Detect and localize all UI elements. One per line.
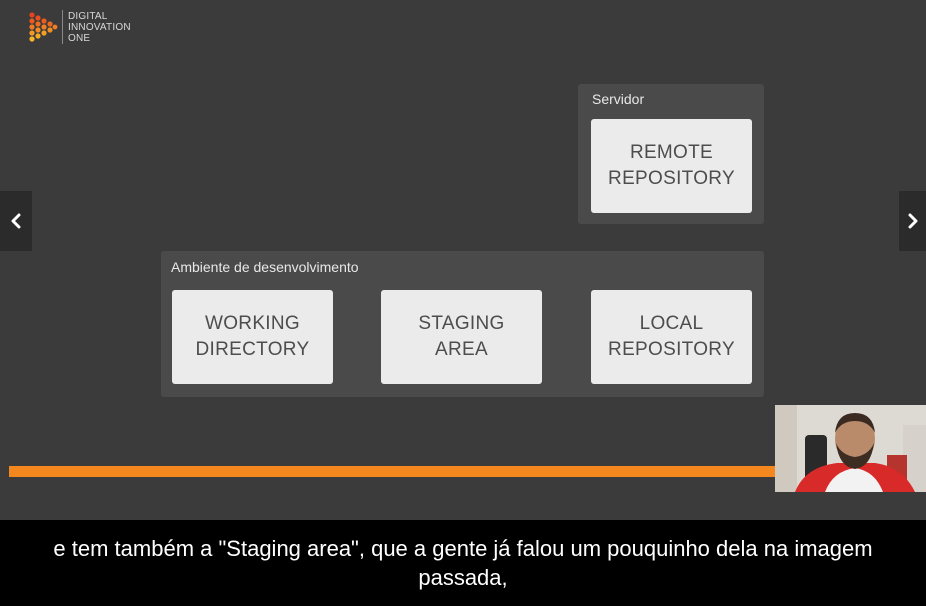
local-repository-card: LOCAL REPOSITORY xyxy=(591,290,752,384)
staging-area-label: STAGING AREA xyxy=(418,313,505,360)
chevron-right-icon xyxy=(908,213,917,229)
working-directory-card: WORKING DIRECTORY xyxy=(172,290,333,384)
logo-wordmark: DIGITAL INNOVATION ONE xyxy=(68,11,131,44)
working-directory-label: WORKING DIRECTORY xyxy=(195,313,310,360)
dev-environment-group: Ambiente de desenvolvimento WORKING DIRE… xyxy=(161,251,764,397)
local-repository-label: LOCAL REPOSITORY xyxy=(608,313,735,360)
subtitle-text: e tem também a "Staging area", que a gen… xyxy=(53,536,873,590)
webcam-video xyxy=(775,405,926,492)
subtitle-bar: e tem também a "Staging area", que a gen… xyxy=(0,520,926,606)
next-slide-button[interactable] xyxy=(899,191,926,251)
accent-bar xyxy=(9,466,775,477)
logo-text-line: ONE xyxy=(68,32,91,44)
chevron-left-icon xyxy=(11,213,21,229)
server-group: Servidor REMOTE REPOSITORY xyxy=(578,84,764,224)
logo-text-line: DIGITAL xyxy=(68,10,108,22)
presenter-video-image xyxy=(775,405,926,492)
previous-slide-button[interactable] xyxy=(0,191,32,251)
brand-logo: DIGITAL INNOVATION ONE xyxy=(28,10,131,44)
server-group-label: Servidor xyxy=(592,91,645,107)
logo-text-line: INNOVATION xyxy=(68,21,131,33)
logo-icon xyxy=(29,12,58,42)
logo-divider xyxy=(62,10,63,44)
remote-repository-card: REMOTE REPOSITORY xyxy=(591,119,752,213)
dev-environment-label: Ambiente de desenvolvimento xyxy=(171,259,359,275)
remote-repository-label: REMOTE REPOSITORY xyxy=(608,142,735,189)
staging-area-card: STAGING AREA xyxy=(381,290,542,384)
